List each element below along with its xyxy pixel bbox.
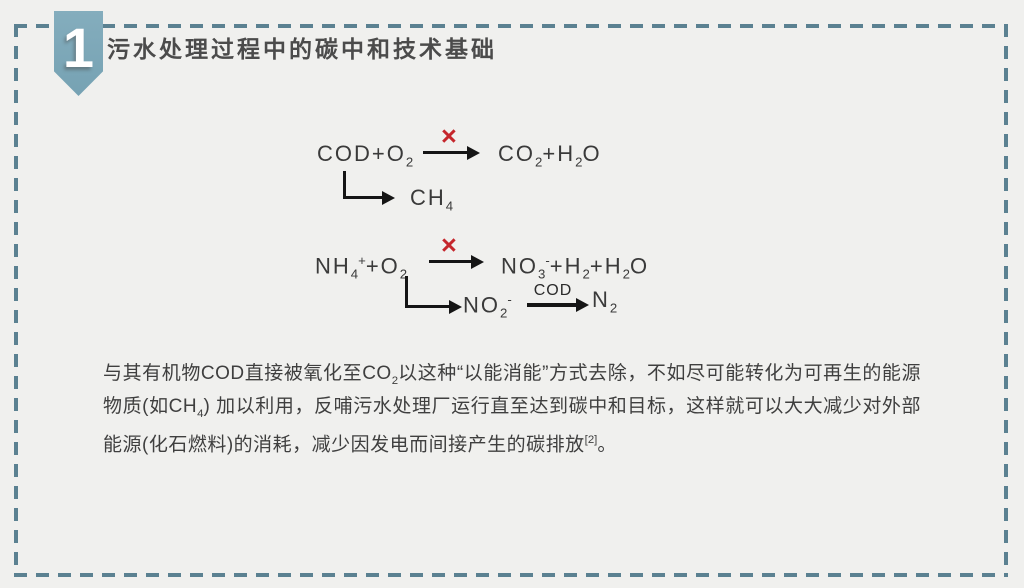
eq2-reactants: NH4++O2 <box>315 253 408 282</box>
body-paragraph: 与其有机物COD直接被氧化至CO2以这种“以能消能”方式去除，不如尽可能转化为可… <box>103 363 922 455</box>
eq2-forbidden-cross-icon: × <box>441 230 457 260</box>
eq1-branch-elbow-arrow-icon <box>343 171 395 205</box>
eq2-branch-intermediate: NO2- <box>463 292 512 321</box>
eq1-reactants: COD+O2 <box>317 141 414 170</box>
dashed-border-right <box>1004 24 1008 577</box>
dashed-border-left <box>14 24 18 577</box>
eq1-arrow-icon <box>423 151 468 154</box>
page-title: 污水处理过程中的碳中和技术基础 <box>107 36 497 62</box>
eq2-branch-arrow-label: COD <box>533 282 573 299</box>
section-number: 1 <box>62 16 95 79</box>
eq2-branch-elbow-arrow-icon <box>405 276 462 314</box>
eq1-forbidden-cross-icon: × <box>441 121 457 151</box>
section-number-badge: 1 <box>54 11 103 96</box>
eq2-branch-arrow-icon <box>527 303 577 307</box>
eq1-branch-product: CH4 <box>410 185 454 214</box>
dashed-border-top <box>14 24 1008 28</box>
eq2-products: NO3-+H2+H2O <box>501 253 650 282</box>
eq2-branch-product: N2 <box>592 287 618 316</box>
eq1-products: CO2+H2O <box>498 141 602 170</box>
eq2-arrow-icon <box>429 260 472 263</box>
dashed-border-bottom <box>14 573 1008 577</box>
